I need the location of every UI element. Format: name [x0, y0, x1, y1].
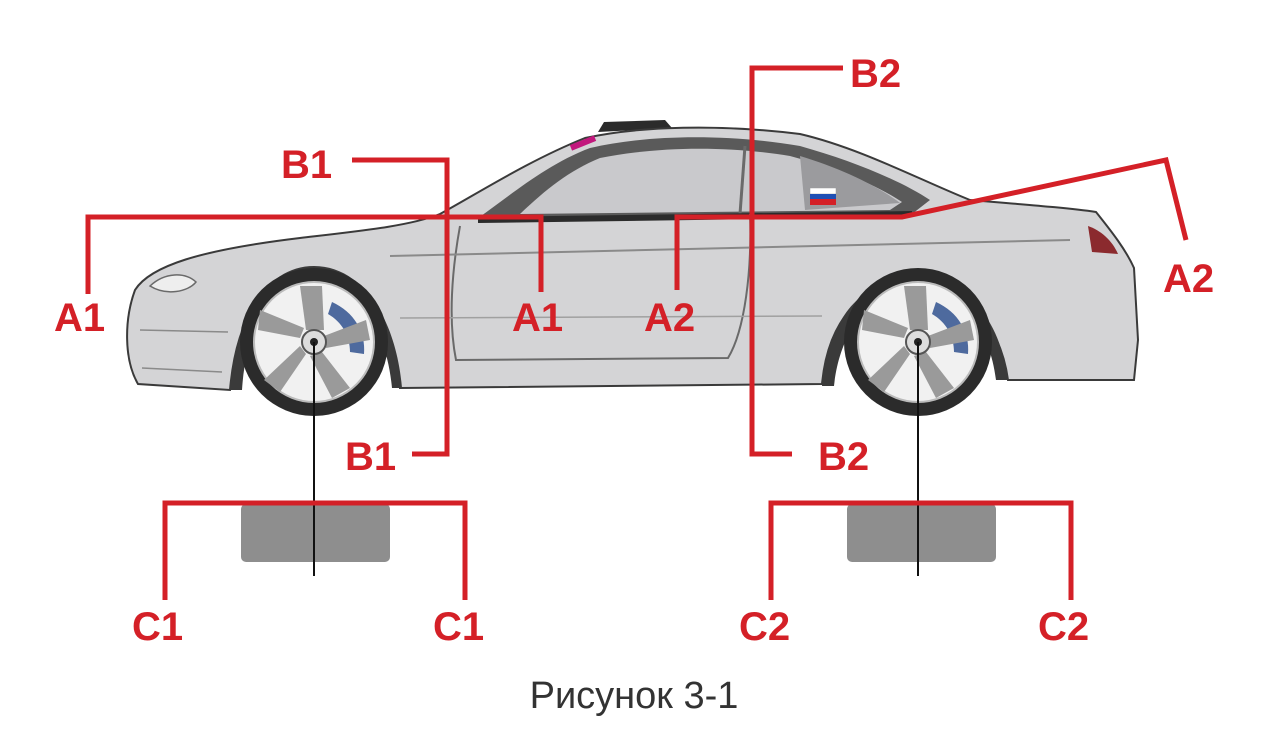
label-a1-door: A1	[512, 296, 563, 340]
front-wheel-plate	[241, 504, 390, 562]
a2-leader	[674, 157, 1189, 290]
rear-wheel-plate	[847, 504, 996, 562]
label-b1-top: B1	[281, 143, 332, 187]
measurement-labels: A1 A1 A2 A2 B1 B1 B2 B2 C1 C1 C2 C2	[54, 52, 1214, 649]
label-c2-left: C2	[739, 605, 790, 649]
label-b2-top: B2	[850, 52, 901, 96]
russian-flag-icon	[809, 187, 837, 205]
label-c1-right: C1	[433, 605, 484, 649]
label-a1-front: A1	[54, 296, 105, 340]
b-pillar	[738, 145, 747, 215]
door-outline	[450, 213, 752, 362]
label-c2-right: C2	[1038, 605, 1089, 649]
label-b1-bottom: B1	[345, 435, 396, 479]
a1-leader	[85, 214, 544, 294]
b2-leader	[749, 65, 843, 457]
label-c1-left: C1	[132, 605, 183, 649]
tail-light	[1088, 226, 1118, 254]
windshield-sticker	[569, 135, 597, 151]
c2-bracket	[768, 500, 1074, 600]
body-crease	[389, 239, 1071, 257]
b1-leader	[352, 157, 450, 457]
front-bumper	[139, 329, 229, 373]
label-a2-rear: A2	[1163, 257, 1214, 301]
c1-bracket	[162, 500, 468, 600]
figure-caption: Рисунок 3-1	[530, 675, 739, 717]
label-a2-door: A2	[644, 296, 695, 340]
label-b2-bottom: B2	[818, 435, 869, 479]
measurement-lines	[85, 65, 1189, 600]
headlight	[148, 274, 198, 293]
